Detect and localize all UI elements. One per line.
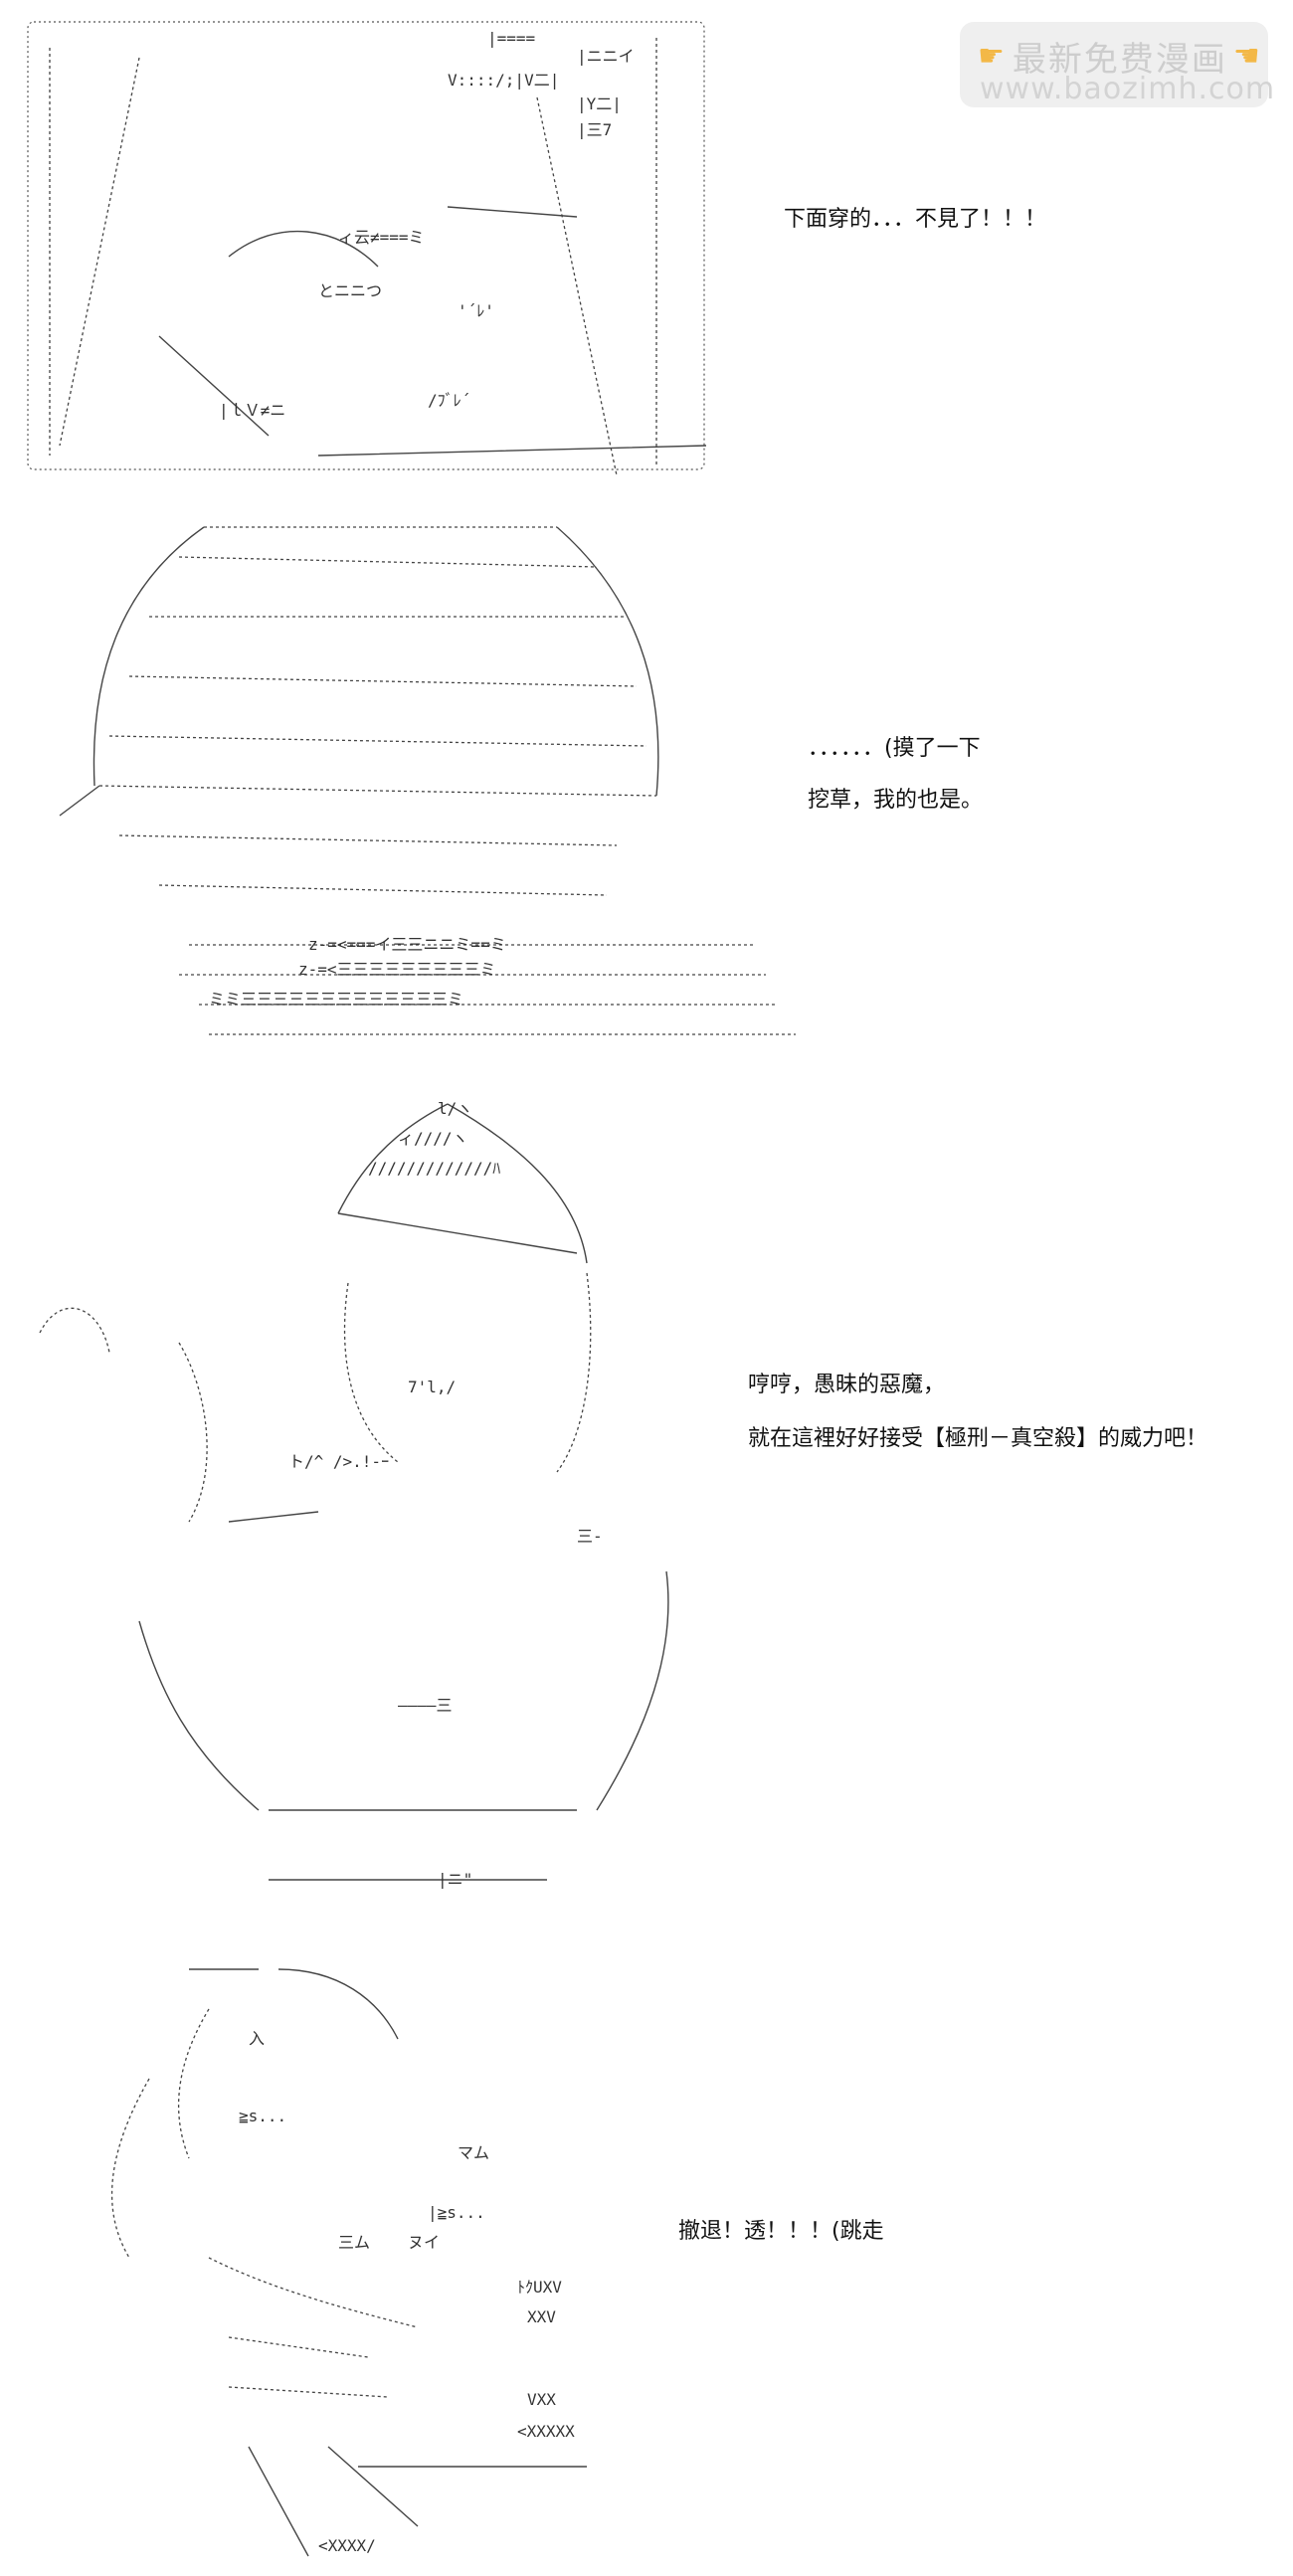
panel-1-caption-1: 下面穿的．．．不見了！！！ (784, 207, 1047, 232)
aa-fragment: 入 (249, 2029, 265, 2048)
aa-fragment: ――――三 (398, 1696, 453, 1715)
aa-fragment: z-=<三三三三三三三三三ミ (298, 960, 496, 979)
aa-fragment: |ニニイ (577, 47, 635, 66)
panel-3-caption-2: 就在這裡好好接受【極刑－真空殺】的威力吧！ (748, 1426, 1208, 1451)
panel-4-legs (248, 2446, 587, 2557)
pointing-hand-icon: ☚ (1232, 39, 1262, 74)
panel-1-guides (49, 38, 657, 476)
panel-3-body (138, 1511, 669, 1881)
aa-fragment: 三ム (338, 2233, 370, 2252)
aa-fragment: |==== (487, 29, 535, 48)
aa-fragment: |三7 (577, 120, 612, 139)
panel-3-hat (337, 1103, 588, 1264)
aa-fragment: |ｌＶ≠ニ (219, 401, 285, 420)
aa-fragment: '´ﾚ' (458, 301, 494, 320)
panel-4-caption-1: 撤退！透！！！(跳走 (678, 2219, 884, 2244)
aa-fragment: ト/^ />.!-ｰ (288, 1452, 389, 1471)
panel-4-ascii-art: 入 ≧s... マム |≧s... 三ム ヌイ ﾄｸUXV XXV VXX <X… (110, 1968, 587, 2557)
panel-3-hands (39, 1307, 208, 1523)
aa-fragment: V::::/;|V二| (448, 71, 559, 90)
aa-fragment: ミミ三三三三三三三三三三三三三ミ (209, 990, 463, 1009)
aa-fragment: |Y二| (577, 94, 622, 113)
panel-1-frame (27, 21, 705, 470)
panel-3: l/ヽ ィ////ヽ /////////////ﾊ 7'l,/ ト/^ />.!… (20, 1094, 706, 1910)
aa-fragment: <XXXXX (517, 2422, 575, 2441)
watermark-url: www.baozimh.com (980, 72, 1276, 106)
aa-fragment: |ニ" (438, 1870, 472, 1889)
aa-fragment: |≧s... (428, 2203, 485, 2222)
panel-3-face (343, 1272, 592, 1473)
panel-4-head (189, 1968, 399, 2040)
panel-1-strokes (158, 206, 707, 457)
panel-4-body-lines (208, 2257, 419, 2398)
aa-fragment: ヌイ (408, 2233, 440, 2252)
watermark-title-row: ☛ 最新免费漫画 ☚ (978, 32, 1262, 81)
aa-fragment: ィ////ヽ (398, 1129, 468, 1148)
aa-fragment: /ﾌﾞﾚ´ (428, 391, 470, 410)
watermark: ☛ 最新免费漫画 ☚ www.baozimh.com (960, 22, 1274, 107)
aa-fragment: l/ヽ (438, 1099, 472, 1118)
aa-fragment: VXX (527, 2390, 556, 2409)
aa-fragment: とニニつ (318, 281, 382, 300)
aa-fragment: ≧s... (239, 2107, 286, 2125)
aa-fragment: <XXXX/ (318, 2536, 376, 2555)
aa-fragment: /////////////ﾊ (368, 1159, 500, 1178)
panel-4: 入 ≧s... マム |≧s... 三ム ヌイ ﾄｸUXV XXV VXX <X… (90, 1930, 646, 2566)
panel-2: z-=<===イ三三ニニミ==ミ z-=<三三三三三三三三三ミ ミミ三三三三三三… (40, 507, 806, 1054)
watermark-title: 最新免费漫画 (1012, 40, 1227, 80)
aa-fragment: 7'l,/ (408, 1378, 456, 1396)
aa-fragment: マム (458, 2143, 489, 2162)
aa-fragment: ィ云≠===ミ (338, 228, 425, 247)
panel-1-ascii-art: |==== |ニニイ V::::/;|V二| |Y二| |三7 とニニつ ィ云≠… (27, 21, 707, 476)
panel-2-caption-1: ．．．．．．(摸了一下 (808, 736, 981, 761)
panel-4-hair (110, 2008, 210, 2259)
aa-fragment: XXV (527, 2307, 556, 2326)
aa-fragment: ﾄｸUXV (517, 2278, 562, 2297)
panel-3-caption-1: 哼哼，愚昧的惡魔， (748, 1373, 946, 1397)
panel-2-ascii-art: z-=<===イ三三ニニミ==ミ z-=<三三三三三三三三三ミ ミミ三三三三三三… (59, 526, 796, 1035)
panel-2-base-lines (179, 944, 796, 1035)
panel-2-hair-outline (59, 526, 659, 817)
pointing-hand-icon: ☛ (978, 39, 1007, 74)
aa-fragment: 三- (577, 1527, 603, 1546)
panel-1: |==== |ニニイ V::::/;|V二| |Y二| |三7 とニニつ ィ云≠… (20, 18, 716, 485)
aa-fragment: z-=<===イ三三ニニミ==ミ (308, 935, 506, 954)
panel-2-caption-2: 挖草，我的也是。 (808, 788, 984, 813)
panel-3-ascii-art: l/ヽ ィ////ヽ /////////////ﾊ 7'l,/ ト/^ />.!… (39, 1099, 669, 1889)
panel-2-hatching (98, 526, 657, 896)
